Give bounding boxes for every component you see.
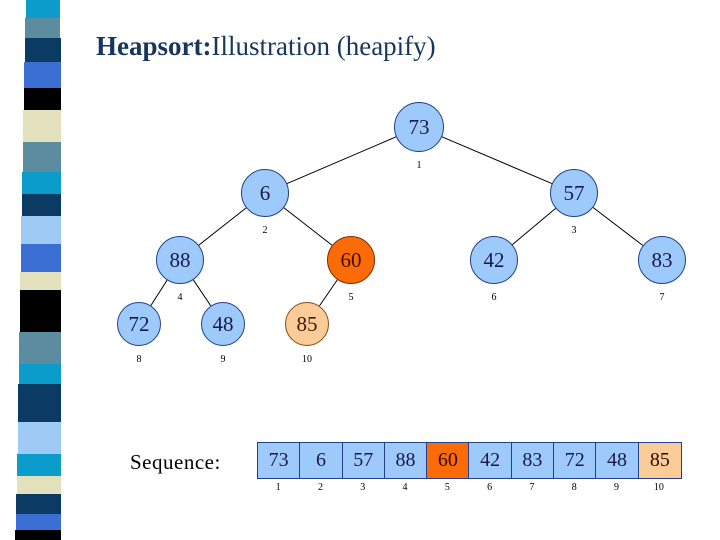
sequence-cell[interactable]: 83 [511,443,555,478]
stripe-band [21,244,61,272]
tree-node-index: 3 [571,225,577,236]
stripe-band [16,494,61,514]
tree-edge [592,207,644,246]
tree-node-index: 2 [262,225,268,236]
stripe-band [19,364,61,384]
tree-edge [319,279,338,307]
sequence-cell-index: 2 [317,482,323,493]
sequence-cell[interactable]: 42 [469,443,512,478]
stripe-band [26,0,60,18]
sequence-cell[interactable]: 73 [258,443,301,478]
tree-edge [192,279,212,307]
tree-node-index: 6 [491,292,497,303]
tree-node[interactable]: 6 [241,169,289,217]
tree-edge [512,208,556,245]
sequence-cell[interactable]: 6 [300,443,343,478]
stripe-band [20,272,61,290]
tree-node[interactable]: 83 [638,236,686,284]
tree-edge [150,279,168,306]
decorative-stripe-band [0,0,74,540]
tree-node[interactable]: 42 [470,236,518,284]
sequence-cell[interactable]: 60 [427,443,470,478]
sequence-cell-index: 7 [529,482,535,493]
tree-node-index: 4 [177,292,183,303]
tree-edges [150,136,644,307]
sequence-cell-index: 1 [275,482,281,493]
stripe-band [22,172,61,194]
sequence-cell[interactable]: 72 [554,443,597,478]
tree-node-index: 7 [659,292,665,303]
page-title: Heapsort:Illustration (heapify) [96,31,436,62]
page-title-rest: Illustration (heapify) [211,31,436,61]
tree-node-index: 10 [302,354,312,365]
sequence-cell-index: 9 [614,482,620,493]
stripe-band [25,38,61,62]
stripe-band [18,384,61,422]
sequence-cell[interactable]: 85 [638,443,681,478]
tree-node[interactable]: 48 [201,302,245,346]
tree-node[interactable]: 73 [394,102,444,152]
stripe-band [18,422,61,454]
sequence-cell[interactable]: 48 [596,443,639,478]
tree-edge [286,136,397,185]
stripe-band [23,142,61,172]
sequence-index-row: 1 2 3 4 5 6 7 8 9 10 [257,483,680,497]
sequence-cell-index: 10 [653,482,664,493]
sequence-cell-index: 4 [402,482,408,493]
sequence-cell-index: 8 [571,482,577,493]
stripe-band [24,62,61,88]
tree-node-index: 9 [220,354,226,365]
stripe-band [25,18,60,38]
sequence-label: Sequence: [130,450,221,474]
sequence-cell-index: 3 [360,482,366,493]
sequence-cell-index: 5 [444,482,450,493]
stripe-band [23,110,61,142]
tree-node[interactable]: 88 [156,236,204,284]
heap-tree-diagram: 73 1 6 2 57 3 88 4 60 5 42 6 83 7 72 8 48 9 85 10 [117,102,686,365]
sequence-cell-index: 6 [487,482,493,493]
stripe-band [17,476,61,494]
tree-node-index: 5 [348,292,354,303]
stripe-band [15,530,61,540]
tree-edge [283,207,333,246]
tree-node[interactable]: 60 [327,236,375,284]
page-title-bold: Heapsort: [96,31,212,61]
stripe-band [17,454,61,476]
sequence-cell[interactable]: 57 [342,443,385,478]
tree-edge [198,207,247,246]
stripe-band [20,290,61,332]
stripe-band [22,194,61,216]
tree-node[interactable]: 57 [550,169,598,217]
stripe-band [21,216,61,244]
tree-node[interactable]: 85 [285,302,329,346]
tree-node[interactable]: 72 [117,302,161,346]
stripe-band [24,88,61,110]
stripe-band [16,514,61,530]
tree-node-index: 8 [136,354,142,365]
sequence-cell[interactable]: 88 [384,443,428,478]
tree-node-index: 1 [416,160,422,171]
stripe-band [19,332,61,364]
tree-edge [441,136,553,185]
